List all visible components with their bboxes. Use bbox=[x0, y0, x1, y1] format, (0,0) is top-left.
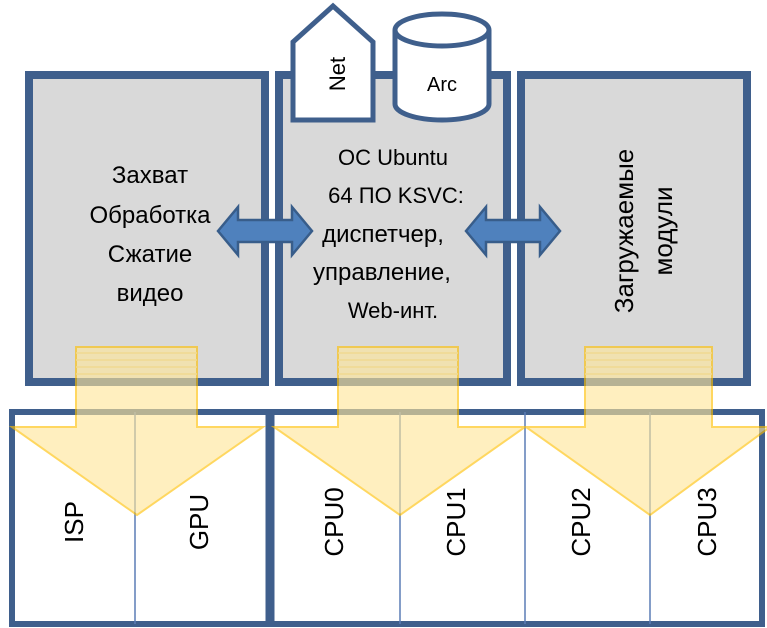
cell-cpu3: CPU3 bbox=[692, 487, 722, 556]
down-arrow-stripes bbox=[76, 352, 712, 375]
os-line-5: Web-инт. bbox=[348, 298, 438, 323]
capture-line-4: видео bbox=[117, 280, 184, 307]
cell-cpu1: CPU1 bbox=[441, 487, 471, 556]
os-loadable-arrow bbox=[464, 203, 562, 259]
arc-label: Arc bbox=[427, 74, 457, 96]
cell-gpu: GPU bbox=[184, 494, 214, 550]
capture-os-arrow bbox=[216, 203, 314, 259]
os-line-1: ОС Ubuntu bbox=[338, 145, 448, 170]
net-label: Net bbox=[325, 57, 350, 91]
net-shape bbox=[290, 2, 376, 123]
arc-cylinder bbox=[392, 30, 492, 123]
loadable-line-1: Загружаемые bbox=[609, 149, 639, 313]
capture-line-2: Обработка bbox=[89, 202, 211, 229]
os-line-2: 64 ПО KSVC: bbox=[328, 183, 464, 208]
os-line-3: диспетчер, bbox=[322, 221, 444, 248]
arc-cylinder-top bbox=[392, 11, 492, 49]
os-line-4: управление, bbox=[313, 259, 451, 286]
cell-cpu0: CPU0 bbox=[319, 487, 349, 556]
cell-cpu2: CPU2 bbox=[566, 487, 596, 556]
capture-line-3: Сжатие bbox=[108, 241, 192, 268]
loadable-line-2: модули bbox=[648, 186, 678, 275]
capture-line-1: Захват bbox=[112, 162, 188, 189]
cell-isp: ISP bbox=[59, 501, 89, 543]
